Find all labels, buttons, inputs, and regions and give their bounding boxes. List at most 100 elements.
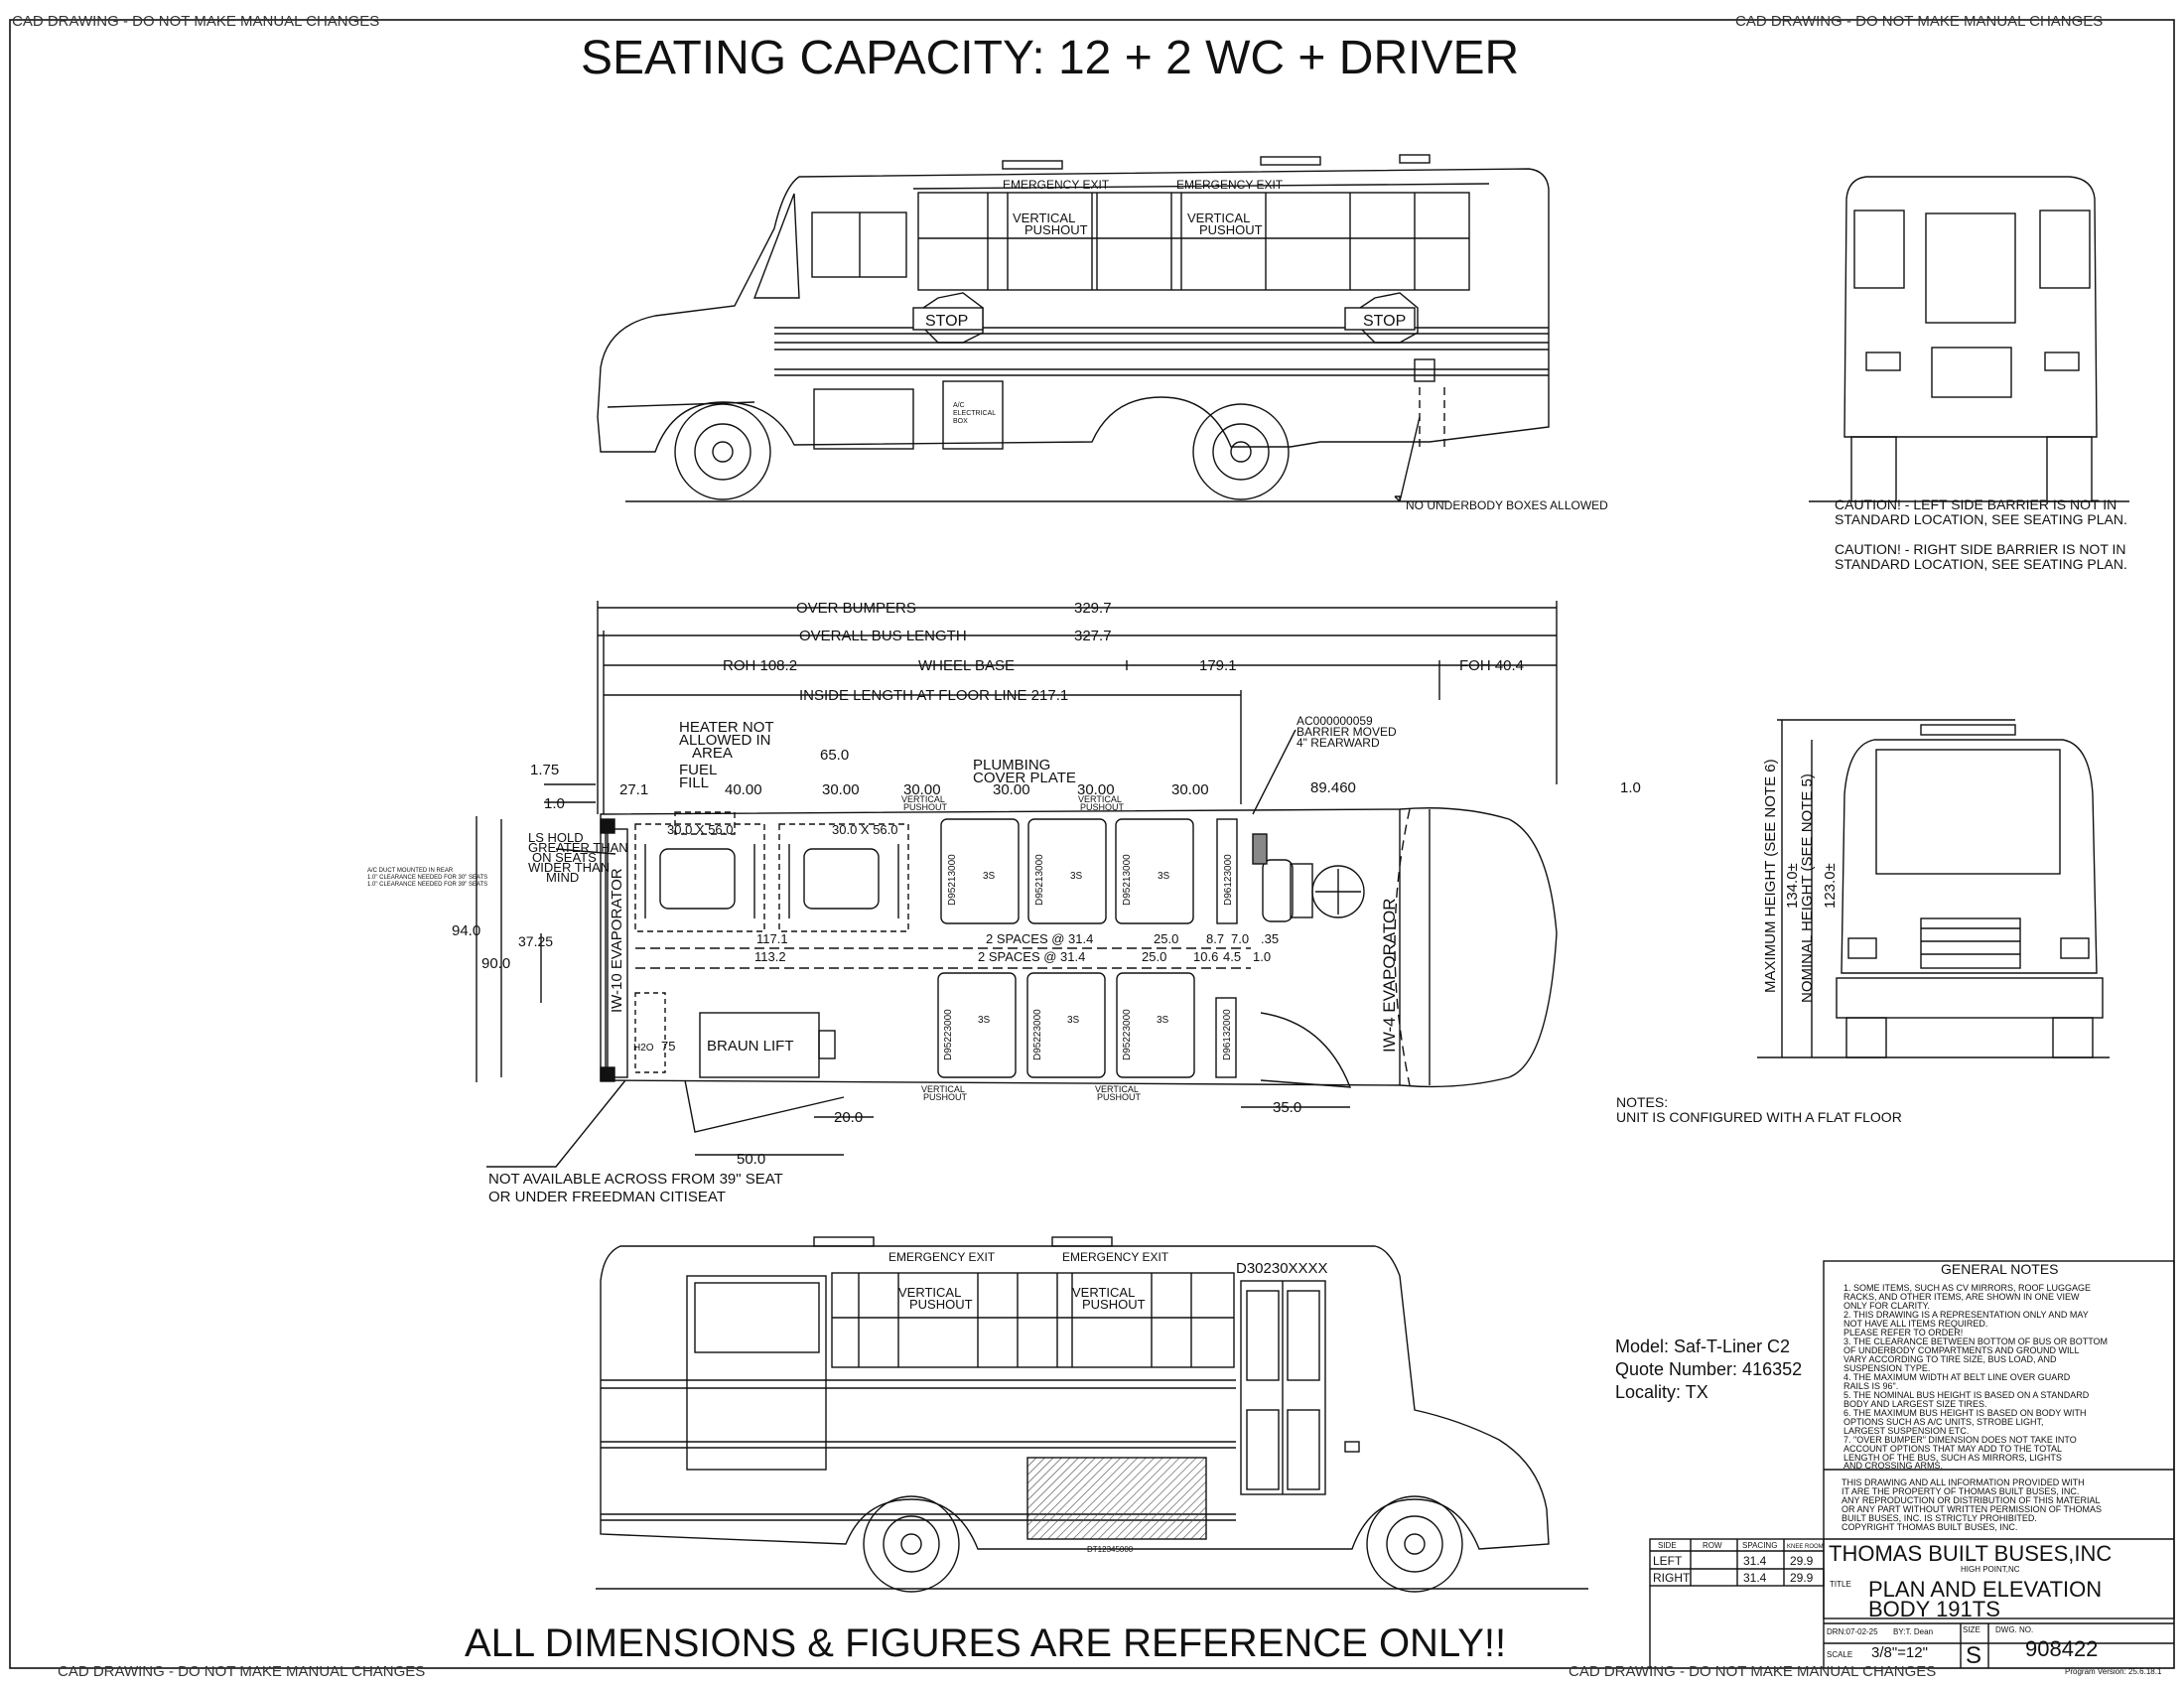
svg-text:3S: 3S bbox=[983, 871, 996, 882]
svg-text:NOT HAVE ALL ITEMS REQUIRED.: NOT HAVE ALL ITEMS REQUIRED. bbox=[1843, 1319, 1987, 1329]
front-view-labels: MAXIMUM HEIGHT (SEE NOTE 6) 134.0± NOMIN… bbox=[1762, 759, 1839, 1003]
svg-text:WIDER THAN: WIDER THAN bbox=[528, 860, 610, 875]
locality-label: Locality: TX bbox=[1615, 1382, 1708, 1402]
svg-text:2 SPACES @ 31.4: 2 SPACES @ 31.4 bbox=[978, 949, 1085, 964]
svg-text:3S: 3S bbox=[1157, 1015, 1169, 1026]
svg-text:1.0" CLEARANCE NEEDED FOR 39": 1.0" CLEARANCE NEEDED FOR 39" SEATS bbox=[367, 882, 487, 888]
svg-text:AREA: AREA bbox=[692, 745, 733, 762]
svg-text:50.0: 50.0 bbox=[737, 1151, 765, 1168]
footer-warning-right: CAD DRAWING - DO NOT MAKE MANUAL CHANGES bbox=[1569, 1663, 1936, 1680]
svg-text:OR ANY PART WITHOUT WRITTEN PE: OR ANY PART WITHOUT WRITTEN PERMISSION O… bbox=[1842, 1504, 2102, 1514]
driver-seat bbox=[1262, 859, 1294, 922]
svg-text:ON SEATS: ON SEATS bbox=[532, 850, 597, 865]
svg-text:30.00: 30.00 bbox=[822, 781, 860, 798]
svg-text:SCALE: SCALE bbox=[1827, 1650, 1852, 1659]
svg-text:RACKS, AND OTHER ITEMS, ARE SH: RACKS, AND OTHER ITEMS, ARE SHOWN IN ONE… bbox=[1843, 1292, 2080, 1302]
svg-text:INSIDE LENGTH AT FLOOR LINE 2: INSIDE LENGTH AT FLOOR LINE 217.1 bbox=[799, 687, 1068, 704]
svg-text:MIND: MIND bbox=[546, 870, 579, 885]
barrier-note: AC000000059 BARRIER MOVED 4" REARWARD bbox=[1297, 714, 1397, 750]
svg-text:OF UNDERBODY COMPARTMENTS AND: OF UNDERBODY COMPARTMENTS AND GROUND WIL… bbox=[1843, 1345, 2080, 1355]
svg-text:PLUMBING: PLUMBING bbox=[973, 757, 1050, 774]
svg-text:UNIT IS CONFIGURED WITH A FLAT: UNIT IS CONFIGURED WITH A FLAT FLOOR bbox=[1616, 1109, 1902, 1125]
not-available-note-1: NOT AVAILABLE ACROSS FROM 39" SEAT bbox=[488, 1171, 783, 1188]
svg-text:BUILT BUSES, INC. IS STRICTLY: BUILT BUSES, INC. IS STRICTLY PROHIBITED… bbox=[1842, 1513, 2037, 1523]
svg-text:3. THE CLEARANCE BETWEEN BOTTO: 3. THE CLEARANCE BETWEEN BOTTOM OF BUS O… bbox=[1843, 1336, 2108, 1346]
svg-text:ONLY FOR CLARITY.: ONLY FOR CLARITY. bbox=[1843, 1301, 1930, 1311]
svg-text:A/C DUCT MOUNTED IN REAR: A/C DUCT MOUNTED IN REAR bbox=[367, 868, 454, 874]
svg-text:35.0: 35.0 bbox=[1273, 1099, 1301, 1116]
plan-view-body bbox=[476, 783, 1558, 1168]
svg-text:29.9: 29.9 bbox=[1790, 1571, 1814, 1585]
quote-label: Quote Number: 416352 bbox=[1615, 1359, 1802, 1379]
svg-text:ROH 108.2: ROH 108.2 bbox=[723, 657, 797, 674]
svg-text:VERTICAL: VERTICAL bbox=[901, 794, 945, 804]
rear-view bbox=[1809, 176, 2129, 502]
svg-text:D96132000: D96132000 bbox=[1222, 1009, 1233, 1060]
svg-text:40.00: 40.00 bbox=[725, 781, 762, 798]
svg-text:3S: 3S bbox=[1070, 871, 1083, 882]
header-warning-right: CAD DRAWING - DO NOT MAKE MANUAL CHANGES bbox=[1735, 13, 2103, 30]
svg-text:AND CROSSING ARMS.: AND CROSSING ARMS. bbox=[1843, 1461, 1943, 1471]
svg-text:65.0: 65.0 bbox=[820, 747, 849, 764]
svg-text:SPACING: SPACING bbox=[1742, 1541, 1777, 1550]
general-notes-text: GENERAL NOTES 1. SOME ITEMS, SUCH AS CV … bbox=[1842, 1261, 2108, 1532]
drawing-title-1: PLAN AND ELEVATION bbox=[1868, 1577, 2102, 1602]
svg-text:RAILS IS 96".: RAILS IS 96". bbox=[1843, 1381, 1898, 1391]
svg-text:VERTICAL: VERTICAL bbox=[1013, 211, 1075, 225]
svg-text:3/8"=12": 3/8"=12" bbox=[1871, 1644, 1928, 1661]
rear-evaporator-label: IW-10 EVAPORATOR bbox=[609, 868, 625, 1013]
svg-text:94.0: 94.0 bbox=[452, 922, 480, 939]
svg-text:123.0±: 123.0± bbox=[1822, 863, 1839, 909]
svg-text:EMERGENCY EXIT: EMERGENCY EXIT bbox=[888, 1250, 996, 1264]
svg-text:VERTICAL: VERTICAL bbox=[898, 1285, 961, 1300]
model-label: Model: Saf-T-Liner C2 bbox=[1615, 1336, 1790, 1356]
svg-text:BARRIER MOVED: BARRIER MOVED bbox=[1297, 725, 1397, 739]
notes-block: NOTES: UNIT IS CONFIGURED WITH A FLAT FL… bbox=[1616, 1094, 1902, 1125]
svg-text:KNEE ROOM: KNEE ROOM bbox=[1787, 1544, 1824, 1550]
svg-text:DWG. NO.: DWG. NO. bbox=[1995, 1625, 2033, 1634]
svg-text:1.75: 1.75 bbox=[530, 762, 559, 778]
svg-text:D95223000: D95223000 bbox=[1032, 1009, 1043, 1060]
svg-text:PUSHOUT: PUSHOUT bbox=[1097, 1092, 1142, 1102]
svg-text:AC000000059: AC000000059 bbox=[1297, 714, 1373, 728]
svg-text:PUSHOUT: PUSHOUT bbox=[903, 802, 948, 812]
svg-text:30.0 X 56.0: 30.0 X 56.0 bbox=[832, 822, 898, 837]
svg-text:THIS DRAWING AND ALL INFORMATI: THIS DRAWING AND ALL INFORMATION PROVIDE… bbox=[1842, 1477, 2085, 1487]
no-underbody-note: NO UNDERBODY BOXES ALLOWED bbox=[1406, 498, 1608, 512]
vertical-pushout-top-labels: VERTICAL PUSHOUT VERTICAL PUSHOUT bbox=[901, 794, 1125, 812]
general-notes-box bbox=[1649, 1260, 2175, 1668]
svg-text:D95213000: D95213000 bbox=[1034, 854, 1045, 906]
svg-text:3S: 3S bbox=[978, 1015, 991, 1026]
svg-text:FILL: FILL bbox=[679, 774, 709, 791]
svg-text:4" REARWARD: 4" REARWARD bbox=[1297, 736, 1380, 750]
model-info: Model: Saf-T-Liner C2 Quote Number: 4163… bbox=[1615, 1336, 1802, 1402]
svg-text:89.460: 89.460 bbox=[1310, 779, 1356, 796]
braun-lift-label: BRAUN LIFT bbox=[707, 1038, 794, 1055]
svg-text:PUSHOUT: PUSHOUT bbox=[909, 1297, 973, 1312]
svg-text:LS HOLD: LS HOLD bbox=[528, 830, 584, 845]
svg-text:327.7: 327.7 bbox=[1074, 628, 1112, 644]
svg-text:1.0: 1.0 bbox=[1620, 779, 1641, 796]
svg-text:D96123000: D96123000 bbox=[1223, 854, 1234, 906]
svg-text:179.1: 179.1 bbox=[1199, 657, 1237, 674]
svg-text:1.0" CLEARANCE NEEDED FOR 30": 1.0" CLEARANCE NEEDED FOR 30" SEATS bbox=[367, 875, 487, 881]
svg-text:GENERAL NOTES: GENERAL NOTES bbox=[1941, 1261, 2059, 1277]
battery-box bbox=[813, 388, 914, 450]
svg-text:OVERALL BUS LENGTH: OVERALL BUS LENGTH bbox=[799, 628, 967, 644]
svg-text:NOTES:: NOTES: bbox=[1616, 1094, 1668, 1110]
svg-text:SUSPENSION TYPE.: SUSPENSION TYPE. bbox=[1843, 1363, 1930, 1373]
svg-text:STANDARD LOCATION, SEE SEATING: STANDARD LOCATION, SEE SEATING PLAN. bbox=[1835, 511, 2127, 527]
svg-text:GREATER THAN: GREATER THAN bbox=[528, 840, 628, 855]
svg-text:H2O: H2O bbox=[633, 1043, 654, 1054]
svg-text:MAXIMUM HEIGHT (SEE NOTE 6): MAXIMUM HEIGHT (SEE NOTE 6) bbox=[1762, 759, 1779, 993]
svg-text:37.25: 37.25 bbox=[518, 933, 553, 949]
svg-text:D95213000: D95213000 bbox=[947, 854, 958, 906]
svg-text:D95223000: D95223000 bbox=[1122, 1009, 1133, 1060]
svg-text:SIDE: SIDE bbox=[1658, 1541, 1677, 1550]
svg-text:IT ARE THE PROPERTY OF THOMAS: IT ARE THE PROPERTY OF THOMAS BUILT BUSE… bbox=[1842, 1486, 2079, 1496]
svg-text:BY:T. Dean: BY:T. Dean bbox=[1893, 1627, 1933, 1636]
front-wheel-top bbox=[674, 403, 771, 500]
stop-arm-1 bbox=[912, 292, 984, 344]
seat-row-bottom bbox=[937, 972, 1237, 1078]
